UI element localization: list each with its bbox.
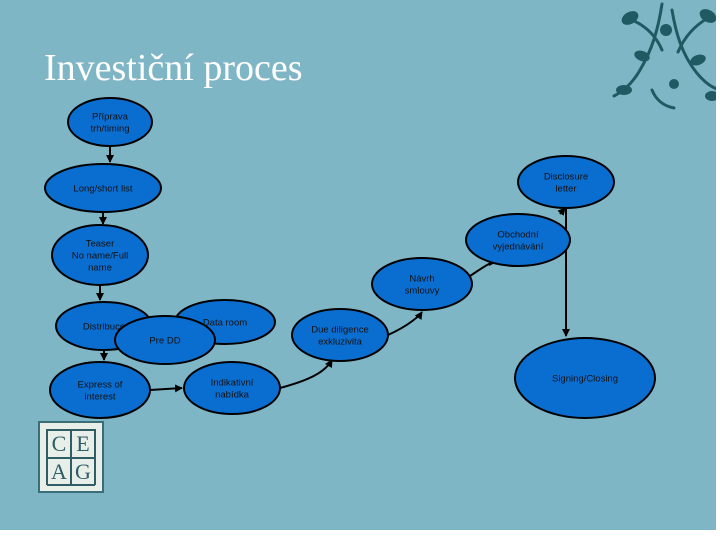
node-label: exkluzivita <box>318 337 363 348</box>
node-label: Long/short list <box>73 184 133 195</box>
node-shape <box>371 257 473 311</box>
node-long-short-list: Long/short list <box>44 163 162 213</box>
arrow-indikativni-to-dd <box>279 359 333 389</box>
node-shape <box>465 213 571 267</box>
arrow-express-to-indikativni <box>149 384 183 393</box>
slide-title: Investiční proces <box>44 47 303 89</box>
node-shape <box>49 361 151 419</box>
node-label: No name/Full <box>72 251 129 262</box>
node-label: Signing/Closing <box>552 374 618 385</box>
node-label: smlouvy <box>405 286 440 297</box>
node-shape <box>183 361 281 415</box>
node-shape <box>67 97 153 147</box>
logo-letter: A <box>47 458 71 486</box>
node-label: Obchodní <box>497 230 539 241</box>
node-label: Disclosure <box>544 172 588 183</box>
floral-ornament-icon <box>612 2 716 110</box>
node-shape <box>51 224 149 286</box>
node-shape <box>291 308 389 362</box>
node-label: name <box>88 263 112 274</box>
arrow-navrh-to-obchodni <box>469 258 497 277</box>
node-label: Teaser <box>86 239 115 250</box>
node-shape <box>114 315 216 365</box>
logo-letter: G <box>71 458 95 486</box>
node-label: Express of <box>78 380 123 391</box>
arrow-dd-to-navrh <box>387 311 423 336</box>
node-label: Due diligence <box>311 325 369 336</box>
node-label: Distribuce <box>83 322 125 333</box>
node-label: trh/timing <box>90 124 129 135</box>
ceag-logo: C E A G <box>38 421 104 493</box>
node-label: Data room <box>203 318 247 329</box>
logo-letter: C <box>47 430 71 458</box>
node-shape <box>44 163 162 213</box>
node-shape <box>514 337 656 419</box>
node-signing-closing: Signing/Closing <box>514 337 656 419</box>
node-shape <box>517 155 615 209</box>
node-label: Návrh <box>409 274 434 285</box>
node-pre-dd: Pre DD <box>114 315 216 365</box>
node-label: Příprava <box>92 112 129 123</box>
node-label: Indikativní <box>211 378 254 389</box>
node-label: vyjednávání <box>493 242 544 253</box>
node-label: letter <box>555 184 576 195</box>
node-label: interest <box>84 392 116 403</box>
node-label: Pre DD <box>149 336 180 347</box>
arrow-obchodni-to-disclosure <box>557 207 566 216</box>
logo-letter: E <box>71 430 95 458</box>
node-label: nabídka <box>215 390 250 401</box>
